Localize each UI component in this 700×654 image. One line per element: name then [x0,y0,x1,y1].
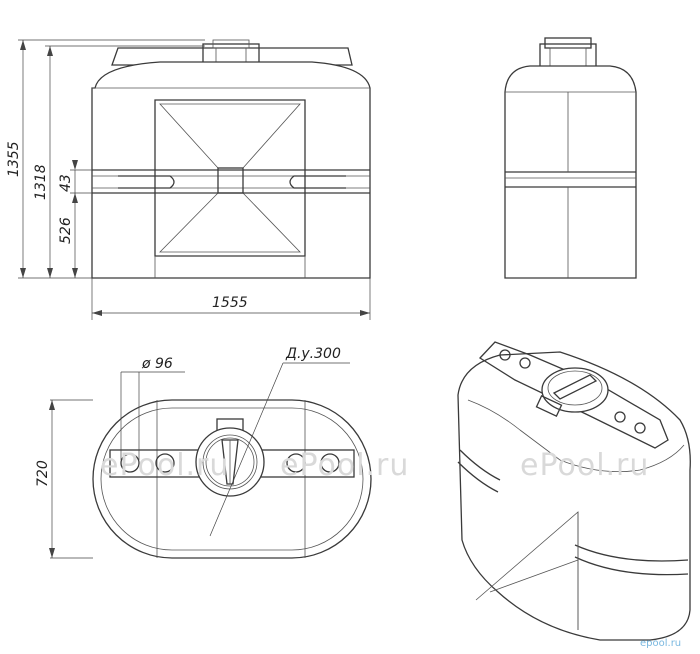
watermark-middle: ePool.ru [280,448,409,483]
dim-height-mid: 1318 [33,164,49,200]
dim-groove-height: 43 [58,174,74,192]
watermarks: ePool.ru ePool.ru ePool.ru epool.ru [100,448,681,649]
front-dimensions: 1355 1318 43 526 1555 [6,39,371,320]
dim-height-total: 1355 [6,141,22,177]
corner-logo: epool.ru [640,638,681,649]
isometric-view [457,341,691,641]
dim-width: 1555 [212,295,248,311]
side-view [504,37,637,279]
dim-lower-height: 526 [58,217,74,244]
dim-hole-diameter: ø 96 [141,356,173,372]
dim-depth: 720 [35,460,51,487]
watermark-left: ePool.ru [100,448,229,483]
front-view [91,39,371,279]
top-view: 720 ø 96 Д.у.300 [35,346,372,559]
dim-neck-label: Д.у.300 [285,346,341,362]
watermark-right: ePool.ru [520,448,649,483]
